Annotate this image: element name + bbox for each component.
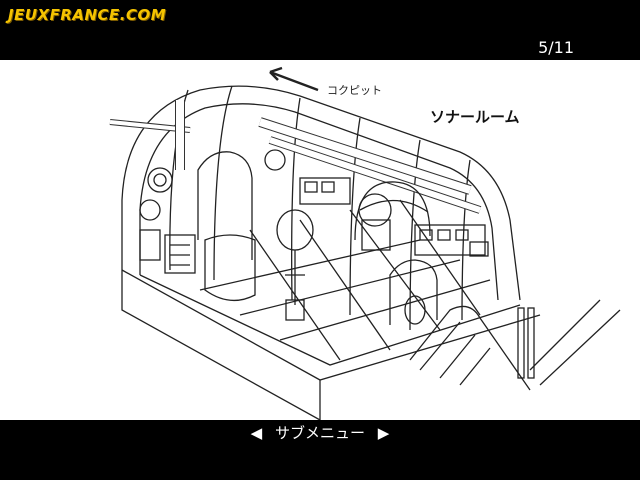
- sonar-room-line-art: [109, 66, 621, 420]
- next-arrow-icon[interactable]: ▶: [377, 423, 390, 442]
- prev-arrow-icon[interactable]: ◀: [250, 423, 263, 442]
- artwork-panel: コクピット ソナールーム: [0, 60, 640, 420]
- submenu-button[interactable]: サブメニュー: [274, 424, 365, 442]
- site-logo: JEUXFRANCE.COM: [8, 6, 167, 24]
- submenu-nav: ◀ サブメニュー ▶: [0, 422, 640, 443]
- room-title: ソナールーム: [430, 108, 520, 126]
- page-counter: 5/11: [538, 38, 574, 57]
- cockpit-label: コクピット: [327, 84, 382, 97]
- top-bar: JEUXFRANCE.COM 5/11: [0, 0, 640, 60]
- bottom-bar: ◀ サブメニュー ▶: [0, 420, 640, 480]
